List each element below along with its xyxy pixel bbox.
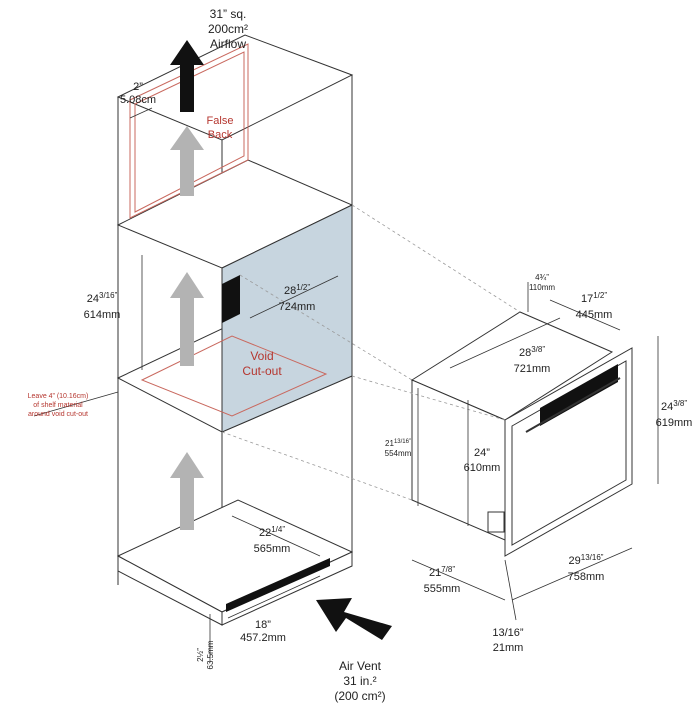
label-void-cutout: Void Cut-out	[242, 349, 282, 378]
cutout-height-mm: 614mm	[84, 309, 121, 321]
label-oven-front-width: 2913/16” 758mm	[568, 553, 605, 583]
body-width-inch: 283/8”	[519, 345, 545, 359]
cabinet	[116, 34, 354, 626]
door-offset-mm: 21mm	[493, 642, 524, 654]
shelf-note-line2: of shelf material	[33, 402, 83, 409]
body-height-mm: 610mm	[464, 462, 501, 474]
label-air-vent: Air Vent 31 in.² (200 cm²)	[334, 659, 385, 703]
body-width-mm: 721mm	[514, 363, 551, 375]
top-depth-inch: 171/2”	[581, 291, 607, 305]
total-height-inch: 243/8”	[661, 399, 687, 413]
side-height-mm: 554mm	[385, 449, 412, 458]
void-cutout-outline	[140, 335, 328, 417]
air-vent-line2: 31 in.²	[343, 674, 376, 688]
projection-lines	[221, 204, 521, 501]
body-height-inch: 24”	[474, 447, 490, 459]
label-cutout-width: 281/2” 724mm	[279, 283, 316, 313]
void-line2: Cut-out	[242, 364, 282, 378]
base-plinth-top	[116, 499, 354, 613]
trim-depth-mm: 110mm	[529, 283, 555, 292]
label-false-back: False Back	[207, 115, 234, 141]
front-width-inch: 2913/16”	[569, 553, 604, 567]
shelf-note-line3: around void cut-out	[28, 411, 88, 418]
label-oven-body-width: 283/8” 721mm	[514, 345, 551, 375]
airflow-arrow-lower	[170, 452, 204, 530]
label-airflow: 31” sq. 200cm² Airflow	[208, 7, 248, 51]
false-back-line1: False	[207, 115, 234, 127]
oven	[410, 311, 633, 557]
label-base-depth: 221/4” 565mm	[254, 525, 291, 555]
cutout-width-inch: 281/2”	[284, 283, 310, 297]
airflow-line2: 200cm²	[208, 22, 248, 36]
body-depth-inch: 217/8”	[429, 565, 455, 579]
label-oven-side-height: 2113/16” 554mm	[385, 439, 412, 458]
label-oven-top-depth: 171/2” 445mm	[576, 291, 613, 321]
front-width-mm: 758mm	[568, 571, 605, 583]
airflow-arrow-middle	[170, 272, 204, 366]
side-height-inch: 2113/16”	[385, 439, 411, 448]
label-oven-total-height: 243/8” 619mm	[656, 399, 693, 429]
air-vent-line1: Air Vent	[339, 659, 382, 673]
air-vent-slot	[226, 558, 330, 612]
dimension-lines	[33, 107, 659, 662]
cutout-height-inch: 243/16”	[87, 291, 118, 305]
label-vent-width: 18” 457.2mm	[240, 619, 286, 644]
void-line1: Void	[250, 349, 273, 363]
gap-cm: 5.08cm	[120, 94, 156, 106]
airflow-arrow-upper	[170, 126, 204, 196]
oven-door-handle	[525, 377, 621, 433]
base-depth-mm: 565mm	[254, 543, 291, 555]
base-depth-inch: 221/4”	[259, 525, 285, 539]
top-depth-mm: 445mm	[576, 309, 613, 321]
vent-width-inch: 18”	[255, 619, 271, 631]
label-oven-body-height: 24” 610mm	[464, 447, 501, 474]
vent-height-mm: 63.5mm	[206, 640, 215, 669]
false-back-line2: Back	[208, 129, 233, 141]
airflow-line1: 31” sq.	[210, 7, 247, 21]
vent-height-inch: 2½”	[196, 648, 205, 662]
oven-front-panel	[504, 347, 633, 557]
gap-inch: 2”	[133, 81, 143, 93]
shelf-note-line1: Leave 4” (10.16cm)	[28, 393, 89, 400]
label-door-offset: 13/16” 21mm	[492, 627, 524, 654]
total-height-mm: 619mm	[656, 417, 693, 429]
airflow-arrow-exhaust	[170, 40, 204, 112]
oven-rear-box	[487, 511, 505, 533]
label-vent-height: 2½” 63.5mm	[196, 640, 215, 669]
label-false-back-gap: 2” 5.08cm	[120, 81, 156, 106]
opening-shadow	[222, 275, 240, 323]
label-oven-trim-depth: 4¾” 110mm	[529, 273, 555, 292]
oven-control-panel	[540, 364, 618, 426]
air-vent-arrow	[316, 598, 392, 640]
vent-width-mm: 457.2mm	[240, 632, 286, 644]
air-vent-line3: (200 cm²)	[334, 689, 385, 703]
door-offset-inch: 13/16”	[492, 627, 524, 639]
label-cutout-height: 243/16” 614mm	[84, 291, 121, 321]
label-shelf-note: Leave 4” (10.16cm) of shelf material aro…	[28, 393, 89, 418]
false-back	[129, 43, 249, 219]
cutout-width-mm: 724mm	[279, 301, 316, 313]
airflow-line3: Airflow	[210, 37, 246, 51]
body-depth-mm: 555mm	[424, 583, 461, 595]
trim-depth-inch: 4¾”	[535, 273, 549, 282]
label-oven-body-depth: 217/8” 555mm	[424, 565, 461, 595]
